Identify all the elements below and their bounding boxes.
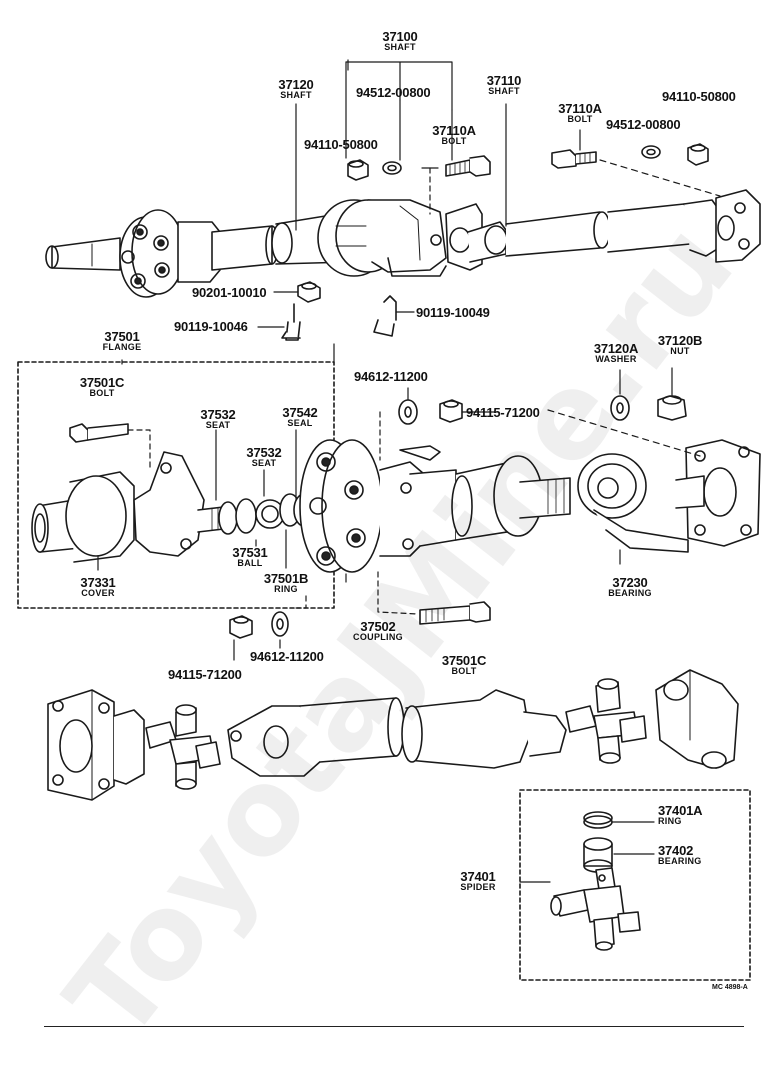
label-94612-11200-b: 94612-11200: [250, 649, 324, 664]
spider-detail-box: [519, 789, 751, 981]
washer-94612-a: [398, 399, 418, 425]
bolt-37501C-b: [419, 601, 491, 625]
top-shaft-assembly: [45, 59, 761, 341]
label-94115-71200-b: 94115-71200: [168, 667, 242, 682]
bearing-37402: [583, 837, 613, 873]
bolt-90119-10046: [281, 303, 301, 341]
label-94115-71200-a: 94115-71200: [466, 405, 540, 420]
label-90119-10049: 90119-10049: [416, 305, 490, 320]
middle-coupling-assembly: [31, 359, 761, 661]
bolt-37501C-a: [69, 423, 129, 443]
nut-94110-a: [347, 159, 369, 181]
label-94110-50800-b: 94110-50800: [662, 89, 736, 104]
nut-90201: [297, 281, 321, 303]
washer-94512-a: [382, 161, 402, 175]
lower-ujoint-assembly: [47, 669, 739, 801]
bolt-37110A-b: [551, 149, 597, 169]
label-90119-10046: 90119-10046: [174, 319, 248, 334]
bottom-rule: [44, 1026, 744, 1027]
bolt-37110A-a: [445, 155, 491, 177]
label-90201-10010: 90201-10010: [192, 285, 267, 300]
label-94612-11200-a: 94612-11200: [354, 369, 428, 384]
label-94512-00800-a: 94512-00800: [356, 85, 431, 100]
ring-37401A: [583, 811, 613, 829]
washer-37120A: [610, 395, 630, 421]
flange-assembly-box: [17, 343, 335, 609]
label-94512-00800-b: 94512-00800: [606, 117, 681, 132]
label-94110-50800-a: 94110-50800: [304, 137, 378, 152]
washer-94512-b: [641, 145, 661, 159]
spider-37401: [550, 867, 641, 951]
nut-94110-b: [687, 143, 709, 166]
bolt-90119-10049: [373, 295, 397, 337]
washer-94612-b: [271, 611, 289, 637]
figure-code: MC 4898-A: [712, 984, 748, 991]
nut-94115-a: [439, 399, 463, 423]
nut-94115-b: [229, 615, 253, 639]
nut-37120B: [657, 395, 687, 421]
